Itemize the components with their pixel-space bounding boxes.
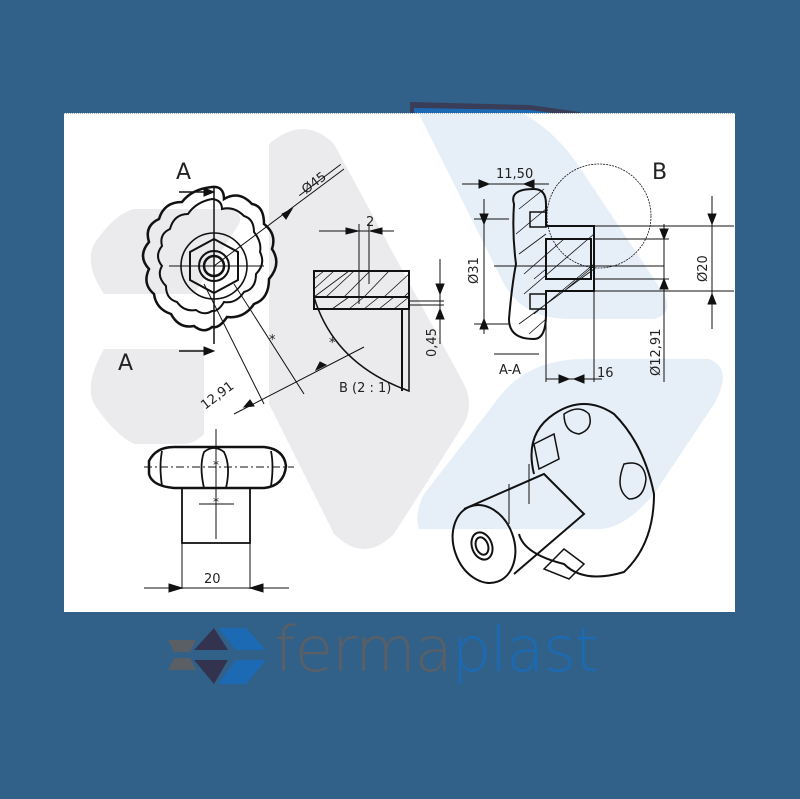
section-caption: A-A [499,363,521,378]
section-label-bottom: A [118,351,133,376]
side-view: * * [144,429,294,593]
section-label-top: A [176,160,191,185]
logo-wordmark: fermaplast [274,613,599,686]
front-view: * * [141,163,365,415]
dim-outer-diameter-31: Ø31 [467,257,482,284]
dim-bore-diameter-12-91: Ø12,91 [649,329,664,376]
detail-caption: B (2 : 1) [339,381,391,396]
dim-width-2: 2 [366,215,374,230]
logo-mark-icon [168,628,266,684]
watermark-logo [90,114,723,549]
detail-label-b: B [652,160,667,185]
svg-text:*: * [269,333,276,348]
dim-hub-width-20: 20 [204,572,221,587]
dim-depth-0-45: 0,45 [425,328,440,357]
fermaplast-logo: fermaplast [166,614,636,692]
detail-view [313,224,445,393]
technical-drawing-panel: * * [64,113,735,612]
section-view [462,163,734,384]
technical-drawing: * * [90,114,734,593]
dim-hub-diameter-20: Ø20 [696,255,711,282]
svg-text:*: * [329,336,336,351]
dim-offset-12-91: 12,91 [198,379,237,413]
svg-text:*: * [213,495,219,509]
dim-thickness-11-50: 11,50 [496,167,533,182]
logo-text-plast: plast [451,613,599,686]
logo-text-ferma: ferma [274,613,453,686]
dim-hub-length-16: 16 [597,366,614,381]
isometric-view [451,403,656,584]
svg-text:*: * [213,458,219,472]
